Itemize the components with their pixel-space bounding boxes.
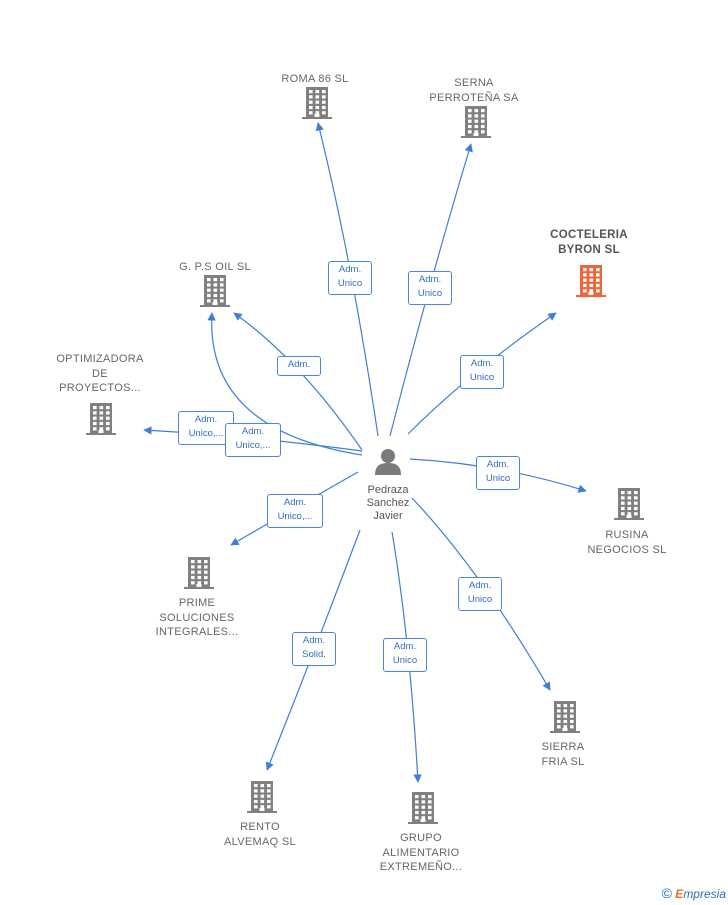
building-icon (461, 104, 491, 143)
center-person-name: Pedraza Sanchez Javier (366, 484, 410, 522)
company-name: G. P.S OIL SL (179, 261, 251, 273)
building-icon (576, 263, 606, 302)
building-icon (302, 85, 332, 124)
edge-label-gps[interactable]: Adm. (277, 356, 321, 376)
edge-label-cocteleria[interactable]: Adm. Unico (460, 355, 504, 389)
building-icon (408, 790, 438, 829)
edge-label-rusina[interactable]: Adm. Unico (476, 456, 520, 490)
company-name: RENTO ALVEMAQ SL (224, 821, 296, 848)
company-name: PRIME SOLUCIONES INTEGRALES... (155, 597, 239, 638)
company-name: SERNA PERROTEÑA SA (429, 77, 519, 104)
building-icon (247, 779, 277, 818)
copyright-icon: © (661, 885, 672, 901)
company-name: SIERRA FRIA SL (541, 741, 585, 768)
edge-label-grupo[interactable]: Adm. Unico (383, 638, 427, 672)
company-name: ROMA 86 SL (281, 73, 349, 85)
building-icon (184, 555, 214, 594)
company-name: COCTELERIA BYRON SL (550, 229, 628, 256)
brand-name: mpresia (683, 887, 726, 901)
edge-label-gps[interactable]: Adm. Unico,... (225, 423, 281, 457)
edge-label-roma[interactable]: Adm. Unico (328, 261, 372, 295)
brand-first-letter: E (675, 887, 684, 901)
building-icon (200, 273, 230, 312)
building-icon (550, 699, 580, 738)
edge-label-serna[interactable]: Adm. Unico (408, 271, 452, 305)
edge-label-rento[interactable]: Adm. Solid. (292, 632, 336, 666)
building-icon (86, 401, 116, 440)
edge-label-optimizadora[interactable]: Adm. Unico,... (178, 411, 234, 445)
company-name: OPTIMIZADORA DE PROYECTOS... (56, 353, 144, 394)
edge-label-prime[interactable]: Adm. Unico,... (267, 494, 323, 528)
edge-label-sierra[interactable]: Adm. Unico (458, 577, 502, 611)
person-icon (375, 449, 401, 475)
edge-to-gps (207, 312, 363, 456)
building-icon (614, 486, 644, 525)
company-name: RUSINA NEGOCIOS SL (587, 529, 667, 556)
company-name: GRUPO ALIMENTARIO EXTREMEÑO... (379, 832, 463, 873)
center-person[interactable]: Pedraza Sanchez Javier (360, 446, 416, 536)
footer-brand: © Empresia (662, 885, 726, 901)
